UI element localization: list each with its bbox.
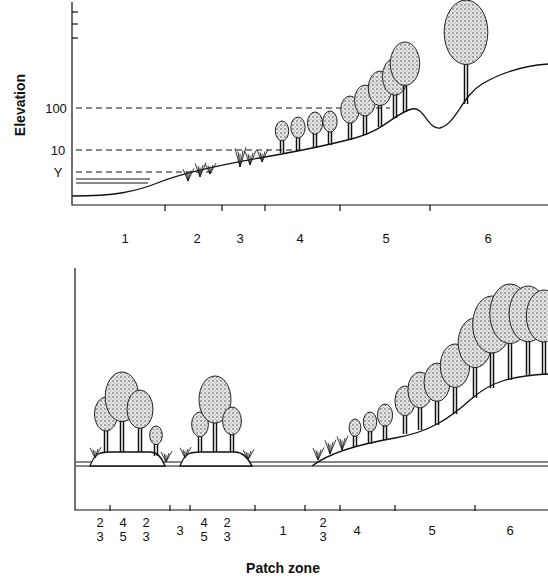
zone-number: 6 <box>484 232 491 245</box>
tree <box>444 0 488 104</box>
island <box>180 452 252 466</box>
zone-tick <box>339 205 340 211</box>
elevation-level <box>76 150 300 151</box>
zone-tick <box>169 505 170 511</box>
zone-number: 1 <box>279 524 286 537</box>
zone-tick <box>254 505 255 511</box>
zone-number: 2 3 <box>318 516 327 543</box>
zone-tick <box>304 505 305 511</box>
shrub <box>257 149 268 162</box>
shrub <box>235 147 246 167</box>
tree <box>307 112 322 148</box>
zone-number: 2 3 <box>141 516 150 543</box>
zone-number: 5 <box>428 524 435 537</box>
shrub <box>161 451 172 462</box>
shrub <box>205 163 216 174</box>
elevation-value: 10 <box>51 144 65 157</box>
zone-number: 2 3 <box>222 516 231 543</box>
tree <box>526 290 548 374</box>
zone-number: 4 5 <box>118 516 127 543</box>
shrub <box>243 449 254 460</box>
tree <box>150 426 163 456</box>
tree <box>291 117 305 151</box>
zone-tick <box>221 205 222 211</box>
water-surface <box>76 183 148 184</box>
zone-number: 4 <box>296 232 303 245</box>
zone-tick <box>429 205 430 211</box>
zone-number: 4 <box>353 524 360 537</box>
axis-tick <box>72 37 78 38</box>
shrub <box>195 163 206 177</box>
zone-number: 2 3 <box>95 516 104 543</box>
shrub <box>90 447 101 458</box>
zone-tick <box>394 505 395 511</box>
zone-tick <box>109 505 110 511</box>
tree <box>275 121 288 153</box>
tree <box>323 111 337 145</box>
zone-number: 4 5 <box>199 516 208 543</box>
terrain <box>72 64 548 196</box>
axis-title: Patch zone <box>246 561 320 575</box>
axis-line <box>75 268 548 510</box>
zone-number: 3 <box>236 232 243 245</box>
zone-tick <box>264 205 265 211</box>
shrub <box>183 168 194 181</box>
zone-number: 2 <box>193 232 200 245</box>
shrub <box>313 447 324 460</box>
axis-tick <box>72 11 78 12</box>
tree <box>363 412 376 444</box>
zone-tick <box>339 505 340 511</box>
zone-number: 3 <box>176 524 183 537</box>
tree <box>390 42 419 112</box>
tree <box>349 419 361 447</box>
shrub <box>180 447 191 458</box>
axis-tick <box>72 23 78 24</box>
zone-tick <box>474 505 475 511</box>
water-surface <box>76 179 150 180</box>
zone-number: 5 <box>382 232 389 245</box>
axis-title: Elevation <box>13 74 27 136</box>
zone-number: 6 <box>506 524 513 537</box>
zone-tick <box>189 505 190 511</box>
shrub <box>337 436 348 450</box>
shrub <box>245 151 256 165</box>
tree <box>377 404 392 440</box>
elevation-value: Y <box>54 166 63 179</box>
zone-tick <box>164 205 165 211</box>
tree <box>223 407 242 452</box>
zone-number: 1 <box>121 232 128 245</box>
tree <box>127 390 153 452</box>
elevation-value: 100 <box>45 102 67 115</box>
shrub <box>325 440 336 454</box>
